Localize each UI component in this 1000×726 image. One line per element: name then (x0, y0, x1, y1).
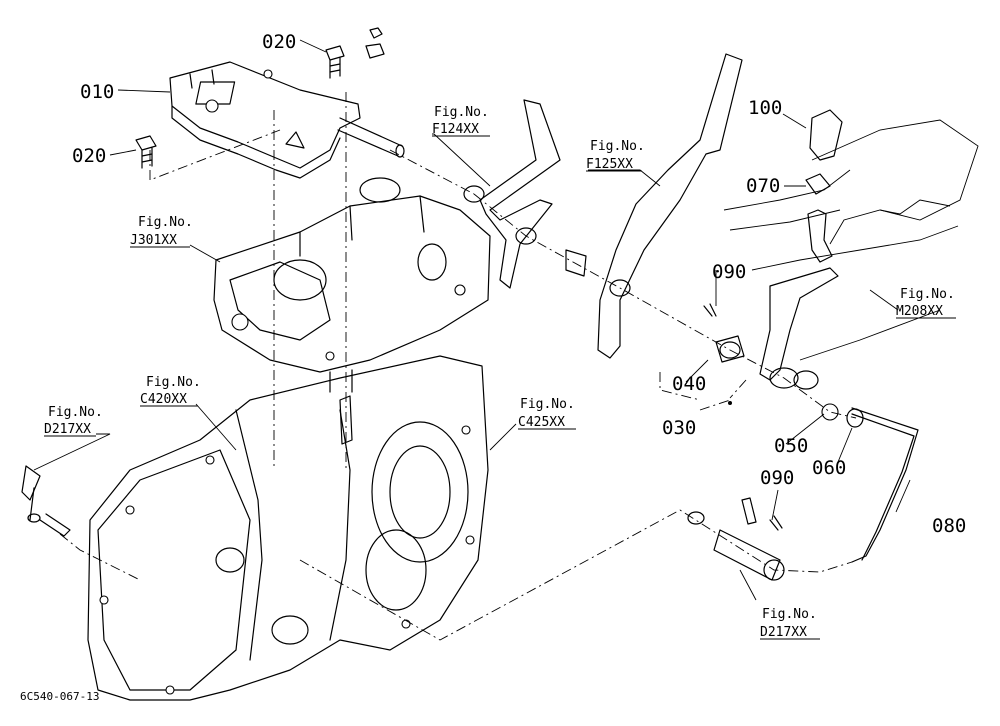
part-label-080: 080 (932, 515, 966, 537)
part-label-060: 060 (812, 457, 846, 479)
part-label-020-top: 020 (262, 31, 296, 53)
assembly-marker-dot (728, 401, 732, 405)
fig-ref-underlines (44, 135, 956, 640)
part-label-100: 100 (748, 97, 782, 119)
fig-ref-f124-line2: F124XX (432, 122, 479, 137)
part-label-020-left: 020 (72, 145, 106, 167)
fig-ref-d217-left-line1: Fig.No. (48, 405, 103, 420)
fig-ref-f125-line2: F125XX (586, 157, 633, 172)
fig-ref-d217-lower-line2: D217XX (760, 625, 807, 640)
part-label-050: 050 (774, 435, 808, 457)
rod-080-drawing (851, 407, 919, 563)
leader-lines (33, 39, 911, 601)
fig-ref-d217-lower-line1: Fig.No. (762, 607, 817, 622)
hydraulic-block-drawing (213, 177, 491, 393)
fig-ref-c420-line1: Fig.No. (146, 375, 201, 390)
fig-ref-f124-line1: Fig.No. (434, 105, 489, 120)
part-label-030: 030 (662, 417, 696, 439)
left-shaft-drawing (21, 465, 71, 537)
fig-ref-j301-line1: Fig.No. (138, 215, 193, 230)
link-f124-drawing (463, 99, 587, 289)
fig-ref-m208-line2: M208XX (896, 304, 943, 319)
part-label-010: 010 (80, 81, 114, 103)
knob-100-drawing (805, 109, 843, 263)
fig-ref-f125-line1: Fig.No. (590, 139, 645, 154)
fig-ref-d217-left-line2: D217XX (44, 422, 91, 437)
bolt-020-left-drawing (135, 135, 157, 169)
fig-ref-c425-line1: Fig.No. (520, 397, 575, 412)
part-label-090-upper: 090 (712, 261, 746, 283)
fig-ref-c425-line2: C425XX (518, 415, 565, 430)
centre-lines (59, 92, 857, 641)
transmission-case-drawing (87, 355, 489, 701)
pivot-lever-drawing (703, 267, 864, 428)
bracket-010-drawing (169, 61, 405, 179)
part-label-040: 040 (672, 373, 706, 395)
fender-m208-drawing (723, 119, 979, 361)
fig-ref-m208-line1: Fig.No. (900, 287, 955, 302)
part-label-090-lower: 090 (760, 467, 794, 489)
fig-ref-j301-line2: J301XX (130, 233, 177, 248)
bolt-020-top-drawing (325, 27, 385, 79)
lever-f125-drawing (597, 53, 743, 359)
drawing-code: 6C540-067-13 (20, 690, 99, 703)
part-label-070: 070 (746, 175, 780, 197)
fig-ref-c420-line2: C420XX (140, 392, 187, 407)
